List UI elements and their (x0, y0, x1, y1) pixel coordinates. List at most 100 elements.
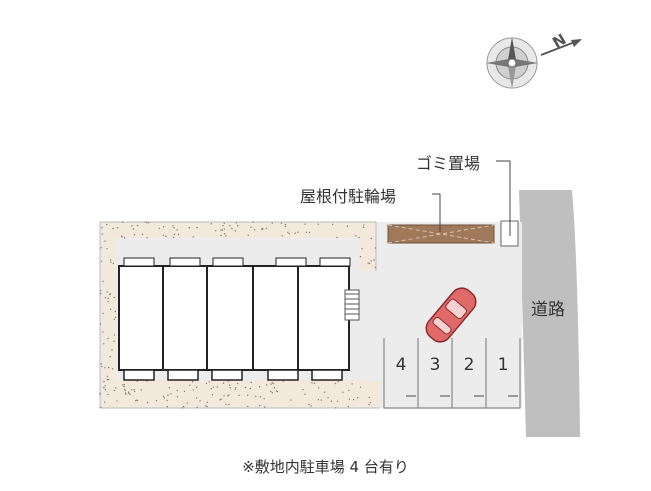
planting-dot (317, 223, 319, 225)
planting-dot (280, 222, 283, 224)
planting-dot (189, 384, 191, 387)
planting-dot (107, 393, 109, 396)
planting-dot (191, 381, 194, 383)
planting-dot (104, 385, 106, 387)
planting-dot (324, 391, 326, 393)
planting-dot (114, 310, 117, 313)
planting-dot (311, 382, 313, 384)
planting-dot (162, 226, 165, 228)
planting-dot (222, 225, 224, 227)
planting-dot (188, 227, 191, 229)
planting-dot (282, 380, 284, 382)
planting-dot (236, 382, 239, 385)
parking-stalls (383, 338, 521, 409)
planting-dot (104, 367, 106, 369)
planting-dot (216, 386, 219, 388)
planting-dot (266, 384, 268, 386)
planting-dot (181, 407, 184, 409)
planting-dot (205, 382, 208, 385)
planting-dot (225, 403, 227, 406)
planting-dot (107, 337, 109, 340)
planting-dot (310, 405, 312, 407)
planting-dot (127, 391, 130, 393)
planting-dot (162, 234, 165, 236)
planting-dot (109, 355, 111, 358)
planting-dot (368, 403, 370, 406)
planting-dot (236, 225, 239, 227)
planting-dot (287, 231, 289, 234)
planting-dot (223, 395, 225, 397)
planting-dot (206, 405, 208, 408)
planting-dot (374, 247, 376, 249)
planting-dot (210, 223, 213, 225)
planting-dot (182, 405, 185, 408)
planting-dot (271, 381, 274, 384)
planting-dot (100, 363, 102, 365)
planting-dot (211, 394, 214, 396)
planting-dot (176, 389, 179, 392)
planting-dot (271, 391, 273, 394)
planting-dot (115, 387, 117, 389)
planting-dot (228, 394, 230, 396)
planting-dot (99, 393, 101, 395)
planting-dot (195, 397, 198, 399)
planting-dot (370, 260, 372, 262)
planting-dot (131, 225, 133, 227)
planting-dot (252, 221, 254, 224)
planting-dot (199, 400, 201, 402)
planting-dot (225, 235, 227, 237)
planting-dot (124, 392, 127, 394)
planting-dot (133, 389, 135, 391)
planting-dot (261, 228, 263, 231)
stall-number: 4 (395, 355, 407, 375)
planting-dot (234, 230, 237, 232)
planting-dot (313, 382, 316, 384)
planting-dot (168, 386, 171, 389)
planting-dot (250, 381, 252, 384)
planting-dot (103, 343, 105, 345)
planting-dot (176, 229, 178, 231)
planting-dot (121, 236, 123, 238)
planting-dot (99, 323, 102, 325)
planting-dot (106, 291, 108, 293)
compass-icon (486, 37, 582, 89)
planting-dot (114, 316, 117, 319)
planting-dot (276, 391, 279, 393)
planting-dot (167, 394, 169, 396)
planting-dot (123, 385, 125, 388)
planting-dot (112, 227, 114, 230)
planting-strip (99, 221, 380, 409)
planting-dot (206, 401, 209, 404)
planting-dot (108, 378, 110, 381)
planting-dot (334, 382, 337, 385)
planting-dot (337, 381, 340, 383)
planting-dot (304, 223, 306, 225)
planting-dot (259, 396, 262, 398)
planting-dot (334, 407, 337, 409)
planting-dot (235, 387, 237, 389)
planting-dot (221, 229, 224, 231)
planting-dot (133, 390, 136, 393)
planting-dot (212, 386, 215, 388)
stall-number: 2 (463, 355, 475, 375)
planting-dot (195, 386, 198, 388)
planting-dot (373, 259, 375, 261)
planting-dot (318, 387, 320, 389)
planting-dot (359, 386, 362, 388)
planting-dot (348, 398, 351, 400)
planting-dot (247, 234, 249, 236)
planting-dot (116, 226, 119, 229)
planting-dot (146, 237, 148, 239)
planting-dot (223, 222, 226, 225)
planting-dot (130, 389, 133, 391)
planting-dot (106, 378, 109, 381)
planting-dot (123, 237, 126, 239)
gomi-label: ゴミ置場 (416, 154, 481, 173)
planting-dot (172, 236, 175, 239)
planting-dot (290, 399, 292, 401)
planting-dot (352, 398, 355, 401)
planting-dot (165, 235, 167, 237)
planting-dot (265, 227, 268, 230)
planting-dot (196, 406, 198, 409)
